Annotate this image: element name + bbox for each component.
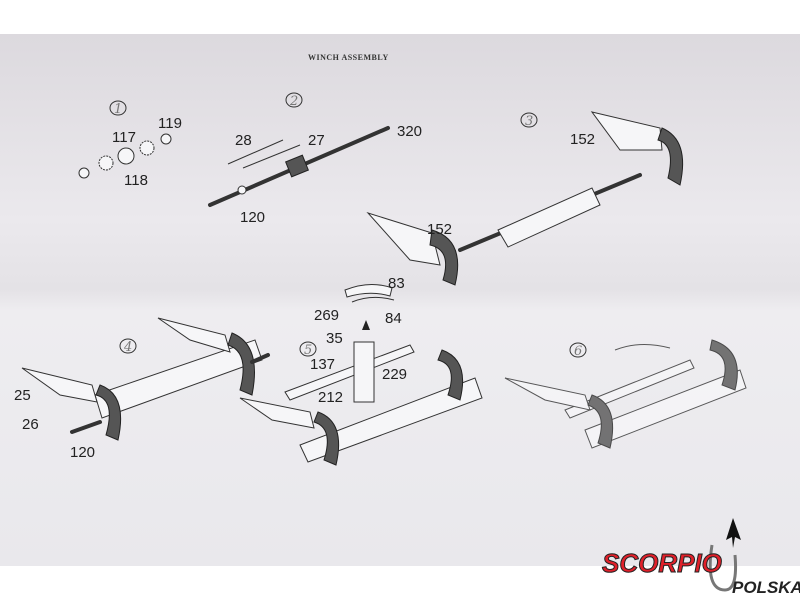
step3-parts <box>366 111 684 286</box>
part-labels: 117 118 119 28 27 320 120 152 152 83 84 … <box>14 115 595 461</box>
logo-sub: POLSKA <box>732 578 800 597</box>
label-35: 35 <box>326 330 343 347</box>
diagram-title: WINCH ASSEMBLY <box>308 53 389 62</box>
step-5: 5 <box>304 343 312 358</box>
label-320: 320 <box>397 123 422 140</box>
step-1: 1 <box>114 102 122 117</box>
step4-parts <box>21 317 270 441</box>
step1-parts <box>78 133 172 179</box>
label-26: 26 <box>22 416 39 433</box>
label-119: 119 <box>158 115 182 132</box>
label-28: 28 <box>235 132 252 149</box>
step6-parts <box>504 339 747 449</box>
label-84: 84 <box>385 310 402 327</box>
step-4: 4 <box>123 340 132 355</box>
step-6: 6 <box>574 344 582 359</box>
label-269: 269 <box>314 307 339 324</box>
label-212: 212 <box>318 389 343 406</box>
step-numbers: 1 2 3 4 5 6 <box>109 92 587 359</box>
step2-parts <box>208 126 390 207</box>
label-25: 25 <box>14 387 31 404</box>
label-118: 118 <box>124 172 148 189</box>
label-229: 229 <box>382 366 407 383</box>
label-120-step2: 120 <box>240 209 265 226</box>
step-3: 3 <box>525 114 533 129</box>
label-152-bottom: 152 <box>427 221 452 238</box>
label-27: 27 <box>308 132 325 149</box>
label-83: 83 <box>388 275 405 292</box>
step5-parts <box>239 284 483 466</box>
label-137: 137 <box>310 356 335 373</box>
manual-page <box>0 34 800 566</box>
label-117: 117 <box>112 129 136 146</box>
label-120-step4: 120 <box>70 444 95 461</box>
logo-brand: SCORPIO <box>602 548 722 578</box>
label-152-top: 152 <box>570 131 595 148</box>
scorpio-polska-logo: SCORPIO POLSKA <box>602 518 800 597</box>
step-2: 2 <box>289 94 298 109</box>
